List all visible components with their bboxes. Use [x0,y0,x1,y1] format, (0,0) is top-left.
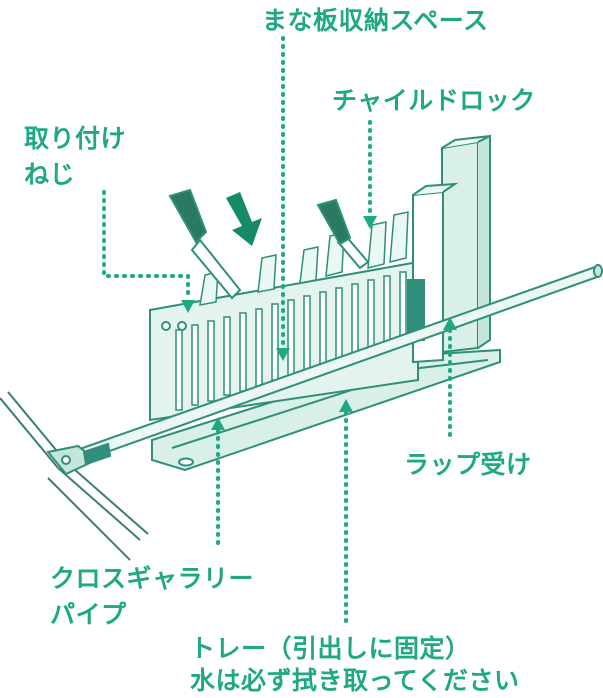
knife-right [316,198,370,270]
label-tray-line2: 水は必ず拭き取ってください [190,666,520,695]
label-pipe-line2: パイプ [50,600,127,629]
gallery-frame [0,391,149,561]
stand-fins [199,211,409,306]
label-tray-line1: トレー（引出しに固定） [190,634,471,663]
label-child-lock: チャイルドロック [332,86,536,115]
label-pipe-line1: クロスギャラリー [50,564,255,593]
gallery-pipe [46,264,603,476]
insert-arrow-icon [226,192,262,246]
label-wrap-holder: ラップ受け [404,450,532,479]
label-screw-line2: ねじ [24,160,76,189]
wrap-holder [407,134,491,364]
leader-arrowheads [181,216,457,430]
leader-lines [102,36,452,630]
label-board-storage: まな板収納スペース [262,6,489,35]
knife-left [168,188,242,300]
label-screw-line1: 取り付け [24,124,127,153]
